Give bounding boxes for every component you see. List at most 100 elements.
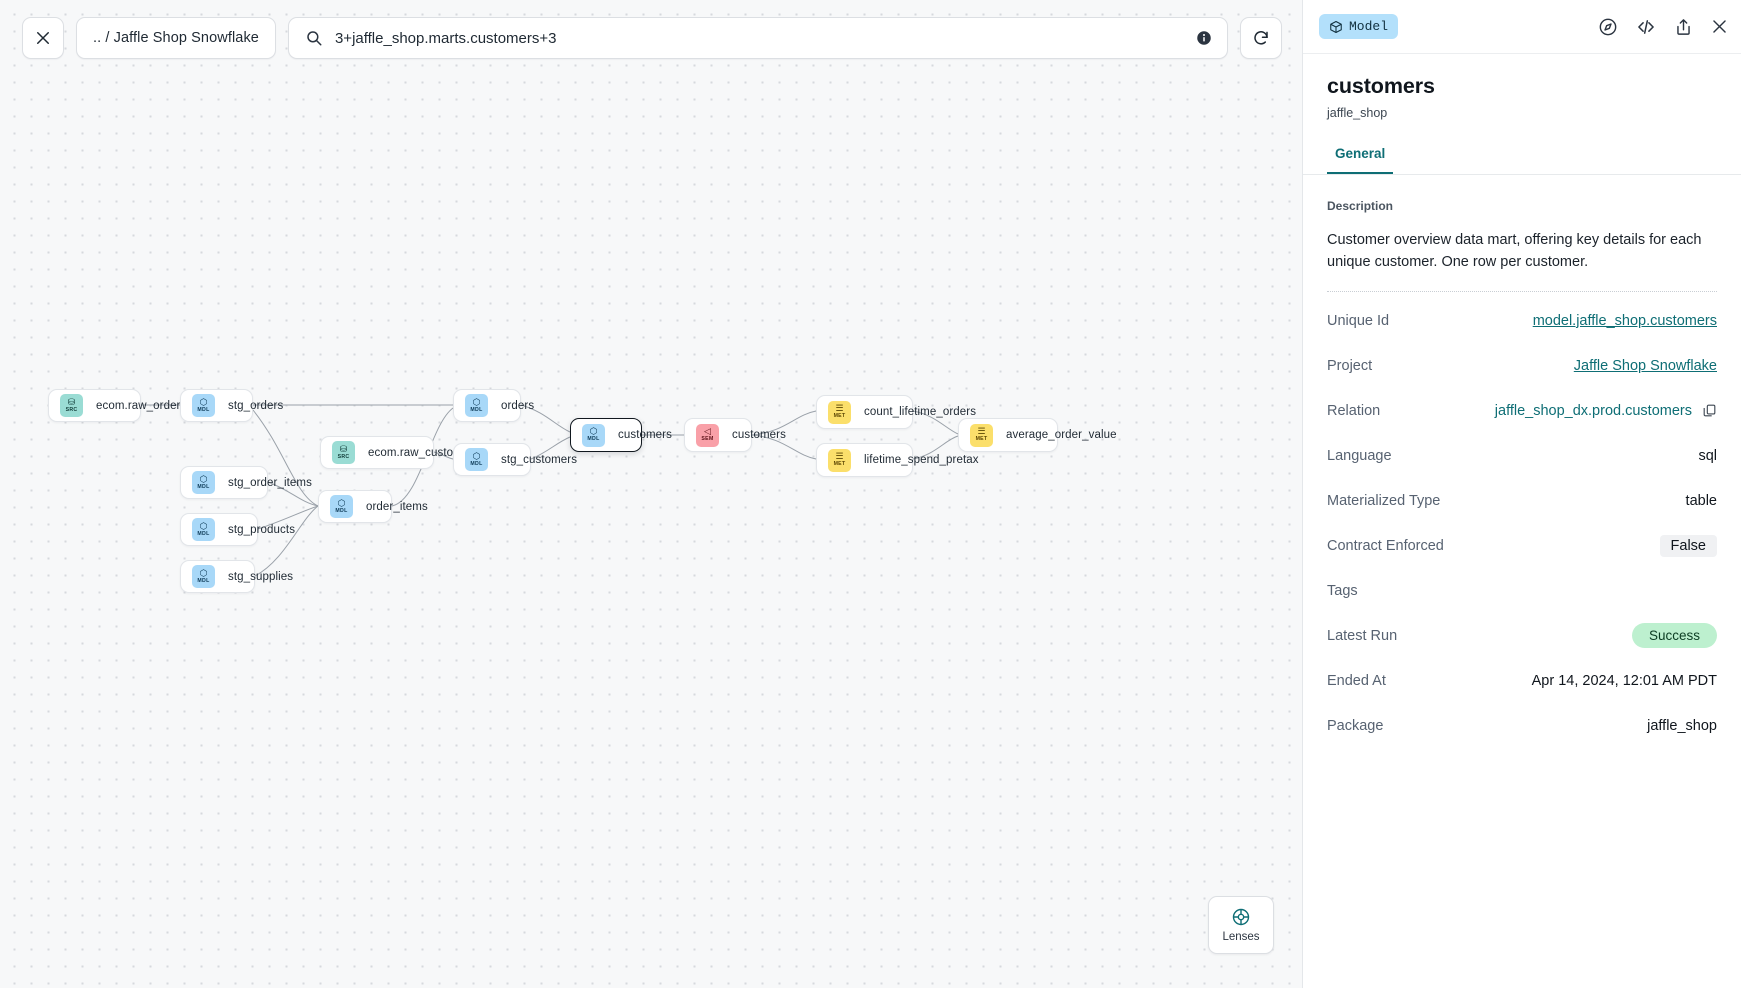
detail-value: jaffle_shop_dx.prod.customers	[1494, 402, 1692, 419]
mdl-node-icon: ⬡MDL	[330, 495, 353, 518]
lineage-search-box[interactable]	[287, 17, 1228, 59]
search-icon	[307, 31, 322, 46]
panel-body: Description Customer overview data mart,…	[1303, 175, 1741, 988]
src-node-icon: ⛁SRC	[332, 441, 355, 464]
detail-row-contract-enforced: Contract Enforced False	[1327, 530, 1717, 562]
lenses-label: Lenses	[1222, 931, 1260, 943]
lineage-node-label: customers	[618, 429, 672, 441]
lineage-canvas[interactable]: .. / Jaffle Shop Snowflake	[0, 0, 1302, 988]
detail-value-wrap: sql	[1698, 448, 1717, 464]
copy-icon[interactable]	[1702, 403, 1717, 418]
detail-key: Materialized Type	[1327, 492, 1441, 509]
detail-key: Latest Run	[1327, 627, 1398, 644]
info-circle-icon[interactable]	[1195, 29, 1213, 47]
lineage-node-average-order-value[interactable]: ☰MET average_order_value	[958, 418, 1116, 452]
close-panel-icon[interactable]	[1710, 17, 1729, 36]
search-input[interactable]	[334, 29, 1183, 47]
lineage-node-label: orders	[501, 399, 535, 412]
resource-type-badge: Model	[1319, 14, 1399, 39]
detail-value[interactable]: model.jaffle_shop.customers	[1532, 312, 1717, 329]
status-badge: Success	[1631, 623, 1717, 649]
refresh-button[interactable]	[1239, 17, 1282, 59]
detail-key: Package	[1327, 717, 1384, 734]
breadcrumb-button[interactable]: .. / Jaffle Shop Snowflake	[76, 17, 276, 59]
detail-value-wrap: jaffle_shop_dx.prod.customers	[1495, 403, 1717, 419]
status-badge: False	[1659, 534, 1717, 557]
mdl-node-icon: ⬡MDL	[465, 394, 488, 417]
lineage-node-customers[interactable]: ◁SEM customers	[684, 418, 786, 452]
met-node-icon: ☰MET	[970, 423, 993, 447]
lenses-button[interactable]: Lenses	[1208, 896, 1274, 954]
description-label: Description	[1327, 199, 1394, 213]
mdl-node-icon: ⬡MDL	[192, 394, 215, 417]
src-node-icon: ⛁SRC	[60, 394, 83, 417]
detail-value-wrap: False	[1659, 534, 1717, 557]
detail-row-package: Package jaffle_shop	[1327, 710, 1717, 742]
detail-key: Tags	[1327, 582, 1358, 599]
panel-toolbar: Model	[1303, 0, 1741, 54]
detail-value-wrap: Success	[1631, 623, 1717, 649]
lineage-node-label: stg_orders	[228, 399, 284, 412]
panel-subtitle: jaffle_shop	[1327, 106, 1388, 120]
panel-actions	[1598, 17, 1729, 37]
detail-value: jaffle_shop	[1647, 717, 1717, 734]
met-node-icon: ☰MET	[828, 400, 851, 424]
mdl-node-icon: ⬡MDL	[465, 448, 488, 471]
detail-value: Apr 14, 2024, 12:01 AM PDT	[1531, 672, 1717, 689]
mdl-node-icon: ⬡MDL	[582, 423, 605, 447]
detail-key: Ended At	[1327, 672, 1386, 689]
detail-value-wrap: table	[1686, 493, 1717, 509]
compass-icon[interactable]	[1598, 17, 1618, 37]
share-icon[interactable]	[1674, 17, 1693, 37]
detail-row-language: Language sql	[1327, 440, 1717, 472]
page-title: customers	[1327, 74, 1435, 98]
lineage-node-label: customers	[732, 429, 786, 441]
detail-panel: Model	[1302, 0, 1741, 988]
lineage-node-orders[interactable]: ⬡MDL orders	[453, 389, 534, 422]
close-lineage-button[interactable]	[22, 17, 64, 59]
detail-key: Project	[1327, 357, 1373, 374]
close-icon	[37, 32, 49, 44]
lineage-node-customers[interactable]: ⬡MDL customers	[570, 418, 672, 452]
cube-icon	[1330, 20, 1342, 33]
detail-row-latest-run: Latest Run Success	[1327, 620, 1717, 652]
lineage-node-stg-orders[interactable]: ⬡MDL stg_orders	[180, 389, 283, 422]
detail-row-project: Project Jaffle Shop Snowflake	[1327, 350, 1717, 382]
detail-key: Language	[1327, 447, 1392, 464]
detail-value: table	[1685, 492, 1717, 509]
detail-row-unique-id: Unique Id model.jaffle_shop.customers	[1327, 305, 1717, 337]
detail-row-ended-at: Ended At Apr 14, 2024, 12:01 AM PDT	[1327, 665, 1717, 697]
lineage-node-label: average_order_value	[1006, 429, 1117, 441]
detail-row-materialized-type: Materialized Type table	[1327, 485, 1717, 517]
detail-value[interactable]: Jaffle Shop Snowflake	[1573, 357, 1717, 374]
lens-icon	[1232, 908, 1250, 926]
panel-header: customers jaffle_shop	[1303, 54, 1741, 120]
tab-general[interactable]: General	[1327, 146, 1394, 174]
lineage-node-label: stg_products	[228, 523, 296, 536]
resource-type-label: Model	[1349, 19, 1389, 34]
detail-value-wrap: jaffle_shop	[1647, 718, 1717, 734]
lineage-node-count-lifetime-orders[interactable]: ☰MET count_lifetime_orders	[816, 395, 976, 429]
detail-key: Contract Enforced	[1327, 537, 1444, 554]
lineage-node-label: count_lifetime_orders	[864, 406, 977, 418]
detail-value-wrap: model.jaffle_shop.customers	[1533, 313, 1717, 329]
lineage-node-label: lifetime_spend_pretax	[864, 454, 979, 466]
code-icon[interactable]	[1635, 17, 1657, 37]
detail-value-wrap: Apr 14, 2024, 12:01 AM PDT	[1532, 673, 1717, 689]
mdl-node-icon: ⬡MDL	[192, 471, 215, 494]
refresh-icon	[1254, 31, 1268, 45]
detail-key: Unique Id	[1327, 312, 1390, 329]
detail-row-tags: Tags	[1327, 575, 1717, 607]
sem-node-icon: ◁SEM	[696, 423, 719, 447]
